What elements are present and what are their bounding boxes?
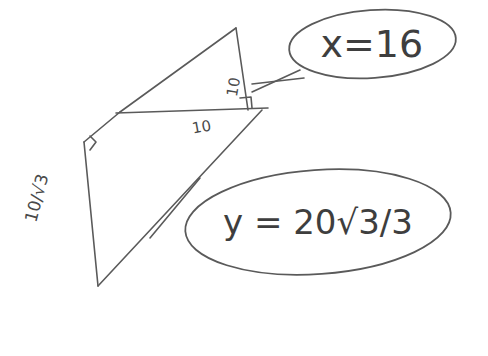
circled-answer: x=16: [287, 8, 458, 80]
answer-text: y = 20√3/3: [223, 202, 413, 242]
circled-answer: y = 20√3/3: [183, 168, 453, 276]
side-length: 10: [223, 76, 244, 98]
answer-text: x=16: [321, 22, 424, 66]
side-length: 10/√3: [21, 172, 53, 225]
side-length: 10: [191, 116, 213, 137]
